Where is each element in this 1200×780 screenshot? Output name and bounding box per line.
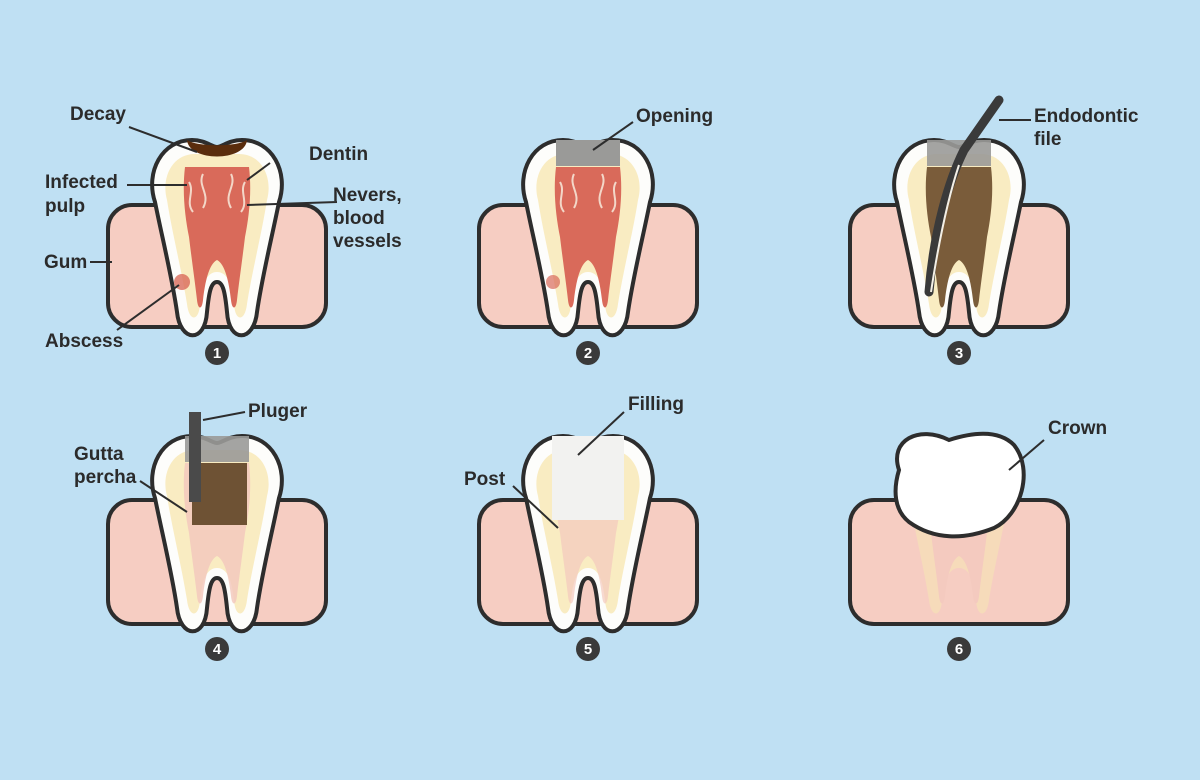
label-gum: Gum: [44, 252, 87, 273]
label-dentin: Dentin: [309, 144, 368, 165]
label-filling: Filling: [628, 394, 684, 415]
label-crown: Crown: [1048, 418, 1107, 439]
step-number-badge: [576, 341, 600, 365]
step-6: Crown 6: [848, 418, 1107, 661]
step-1: Decay Dentin Infected pulp Nevers, blood…: [44, 104, 402, 365]
step-5: Filling Post 5: [464, 394, 699, 661]
label-gutta-percha-1: Gutta: [74, 444, 124, 465]
label-endodontic-file-2: file: [1034, 129, 1061, 150]
step-number: 5: [584, 641, 592, 658]
step-number: 3: [955, 345, 963, 362]
step-3: Endodontic file 3: [848, 95, 1139, 365]
plugger-instrument: [189, 412, 201, 502]
access-opening: [556, 140, 620, 166]
tooth-2: [521, 138, 655, 338]
tooth-5: [521, 434, 655, 634]
label-post: Post: [464, 469, 506, 490]
step-number-badge: [947, 341, 971, 365]
step-number-badge: [947, 637, 971, 661]
step-number: 6: [955, 641, 963, 658]
endodontic-file: [924, 95, 1004, 297]
label-abscess: Abscess: [45, 331, 123, 352]
label-endodontic-file-1: Endodontic: [1034, 106, 1139, 127]
step-4: Pluger Gutta percha 4: [74, 401, 328, 661]
label-infected-pulp-1: Infected: [45, 172, 118, 193]
step-number: 4: [213, 641, 222, 658]
step-number: 2: [584, 345, 592, 362]
step-number-badge: [205, 341, 229, 365]
label-opening: Opening: [636, 106, 713, 127]
label-pluger: Pluger: [248, 401, 308, 422]
label-nerves-3: vessels: [333, 231, 402, 252]
filling-block: [552, 436, 624, 520]
step-number-badge: [576, 637, 600, 661]
label-infected-pulp-2: pulp: [45, 196, 85, 217]
crown-cap: [893, 431, 1026, 539]
filled-chamber: [192, 463, 247, 525]
label-nerves-1: Nevers,: [333, 185, 402, 206]
step-number-badge: [205, 637, 229, 661]
label-nerves-2: blood: [333, 208, 385, 229]
step-number: 1: [213, 345, 221, 362]
decay-cavity: [187, 140, 247, 157]
label-gutta-percha-2: percha: [74, 467, 137, 488]
step-2: Opening 2: [477, 106, 713, 365]
label-decay: Decay: [70, 104, 126, 125]
